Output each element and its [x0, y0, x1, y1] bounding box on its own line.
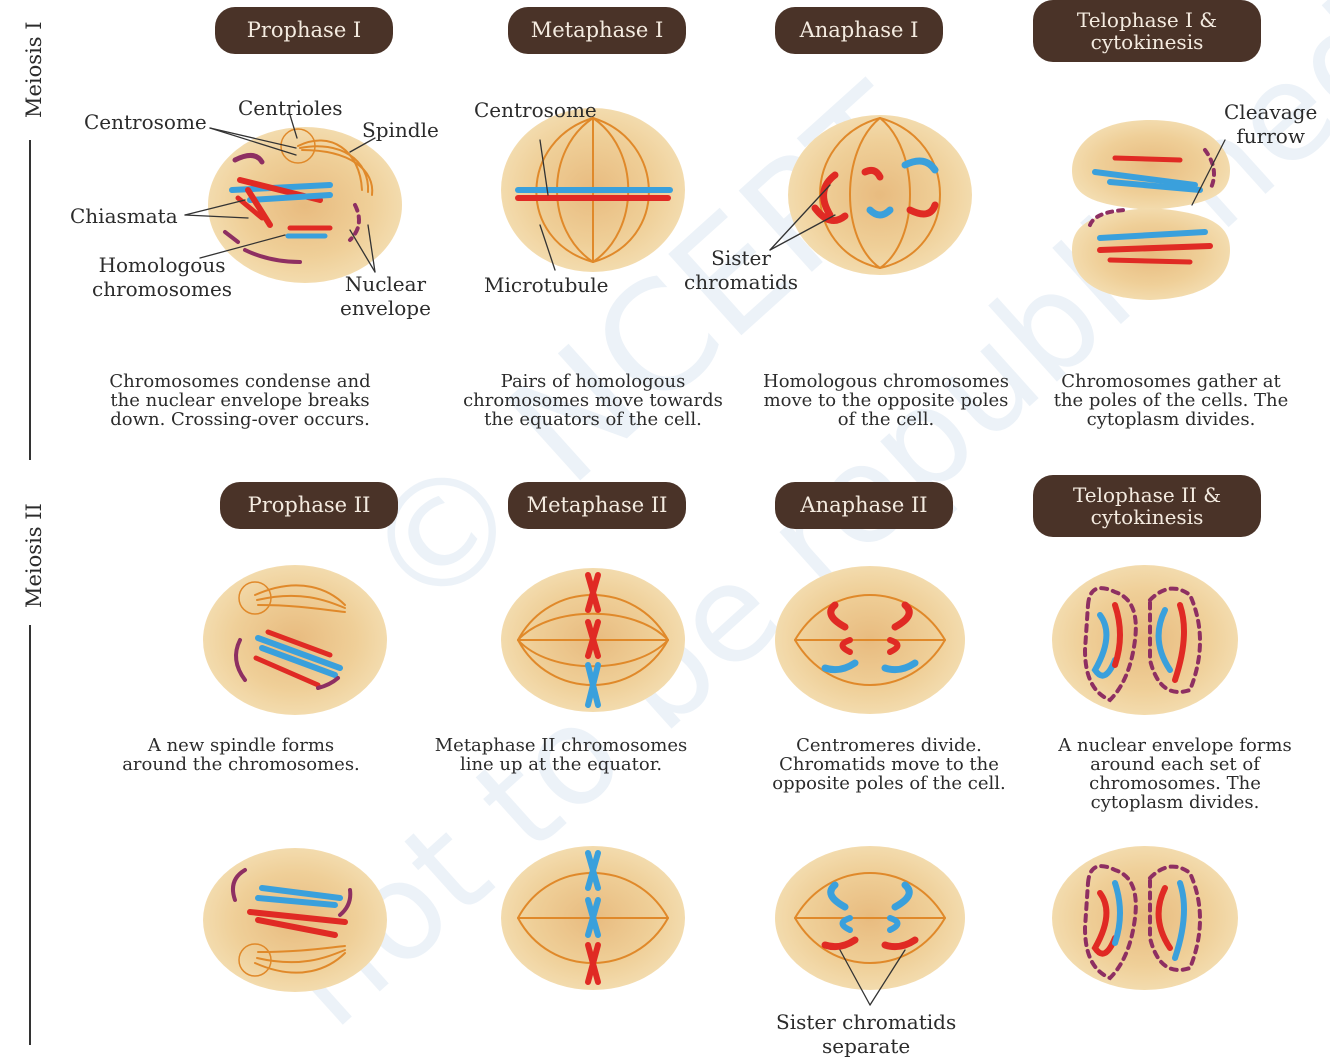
caption-metaphase-2: Metaphase II chromosomes line up at the … — [420, 737, 702, 775]
label-sister-chromatids: Sister chromatids — [684, 246, 798, 295]
cell-anaphase-2-bottom — [775, 846, 965, 1005]
phase-title-anaphase-1: Anaphase I — [775, 7, 943, 54]
phase-title-prophase-2: Prophase II — [220, 482, 398, 529]
caption-anaphase-2: Centromeres divide. Chromatids move to t… — [758, 737, 1020, 794]
label-centrosome: Centrosome — [84, 110, 207, 134]
label-sister-chromatids-separate: Sister chromatids separate — [776, 1010, 956, 1059]
cell-metaphase-1 — [501, 108, 685, 272]
label-chiasmata: Chiasmata — [70, 204, 178, 228]
phase-title-anaphase-2: Anaphase II — [775, 482, 953, 529]
label-centrioles: Centrioles — [238, 96, 343, 120]
phase-title-telophase-2: Telophase II & cytokinesis — [1033, 475, 1261, 537]
label-spindle: Spindle — [362, 118, 439, 142]
phase-title-telophase-1: Telophase I & cytokinesis — [1033, 0, 1261, 62]
cell-prophase-2-bottom — [203, 848, 387, 992]
caption-prophase-2: A new spindle forms around the chromosom… — [100, 737, 382, 775]
cell-anaphase-2-top — [775, 566, 965, 714]
phase-title-prophase-1: Prophase I — [215, 7, 393, 54]
cell-metaphase-2-top — [501, 568, 685, 712]
cell-prophase-2-top — [203, 565, 387, 715]
label-homologous-chromosomes: Homologous chromosomes — [92, 253, 232, 302]
cell-telophase-2-bottom — [1052, 846, 1238, 990]
caption-metaphase-1: Pairs of homologous chromosomes move tow… — [448, 373, 738, 430]
label-centrosome-metaphase: Centrosome — [474, 98, 597, 122]
phase-title-metaphase-1: Metaphase I — [508, 7, 686, 54]
caption-telophase-1: Chromosomes gather at the poles of the c… — [1040, 373, 1302, 430]
caption-telophase-2: A nuclear envelope forms around each set… — [1040, 737, 1310, 813]
cell-telophase-2-top — [1052, 565, 1238, 715]
phase-title-metaphase-2: Metaphase II — [508, 482, 686, 529]
label-nuclear-envelope: Nuclear envelope — [340, 272, 431, 321]
cell-metaphase-2-bottom — [501, 846, 685, 990]
caption-anaphase-1: Homologous chromosomes move to the oppos… — [748, 373, 1024, 430]
caption-prophase-1: Chromosomes condense and the nuclear env… — [90, 373, 390, 430]
label-cleavage-furrow: Cleavage furrow — [1224, 100, 1317, 149]
label-microtubule: Microtubule — [484, 273, 609, 297]
cell-telophase-1 — [1072, 120, 1230, 300]
cell-anaphase-1 — [770, 115, 972, 275]
